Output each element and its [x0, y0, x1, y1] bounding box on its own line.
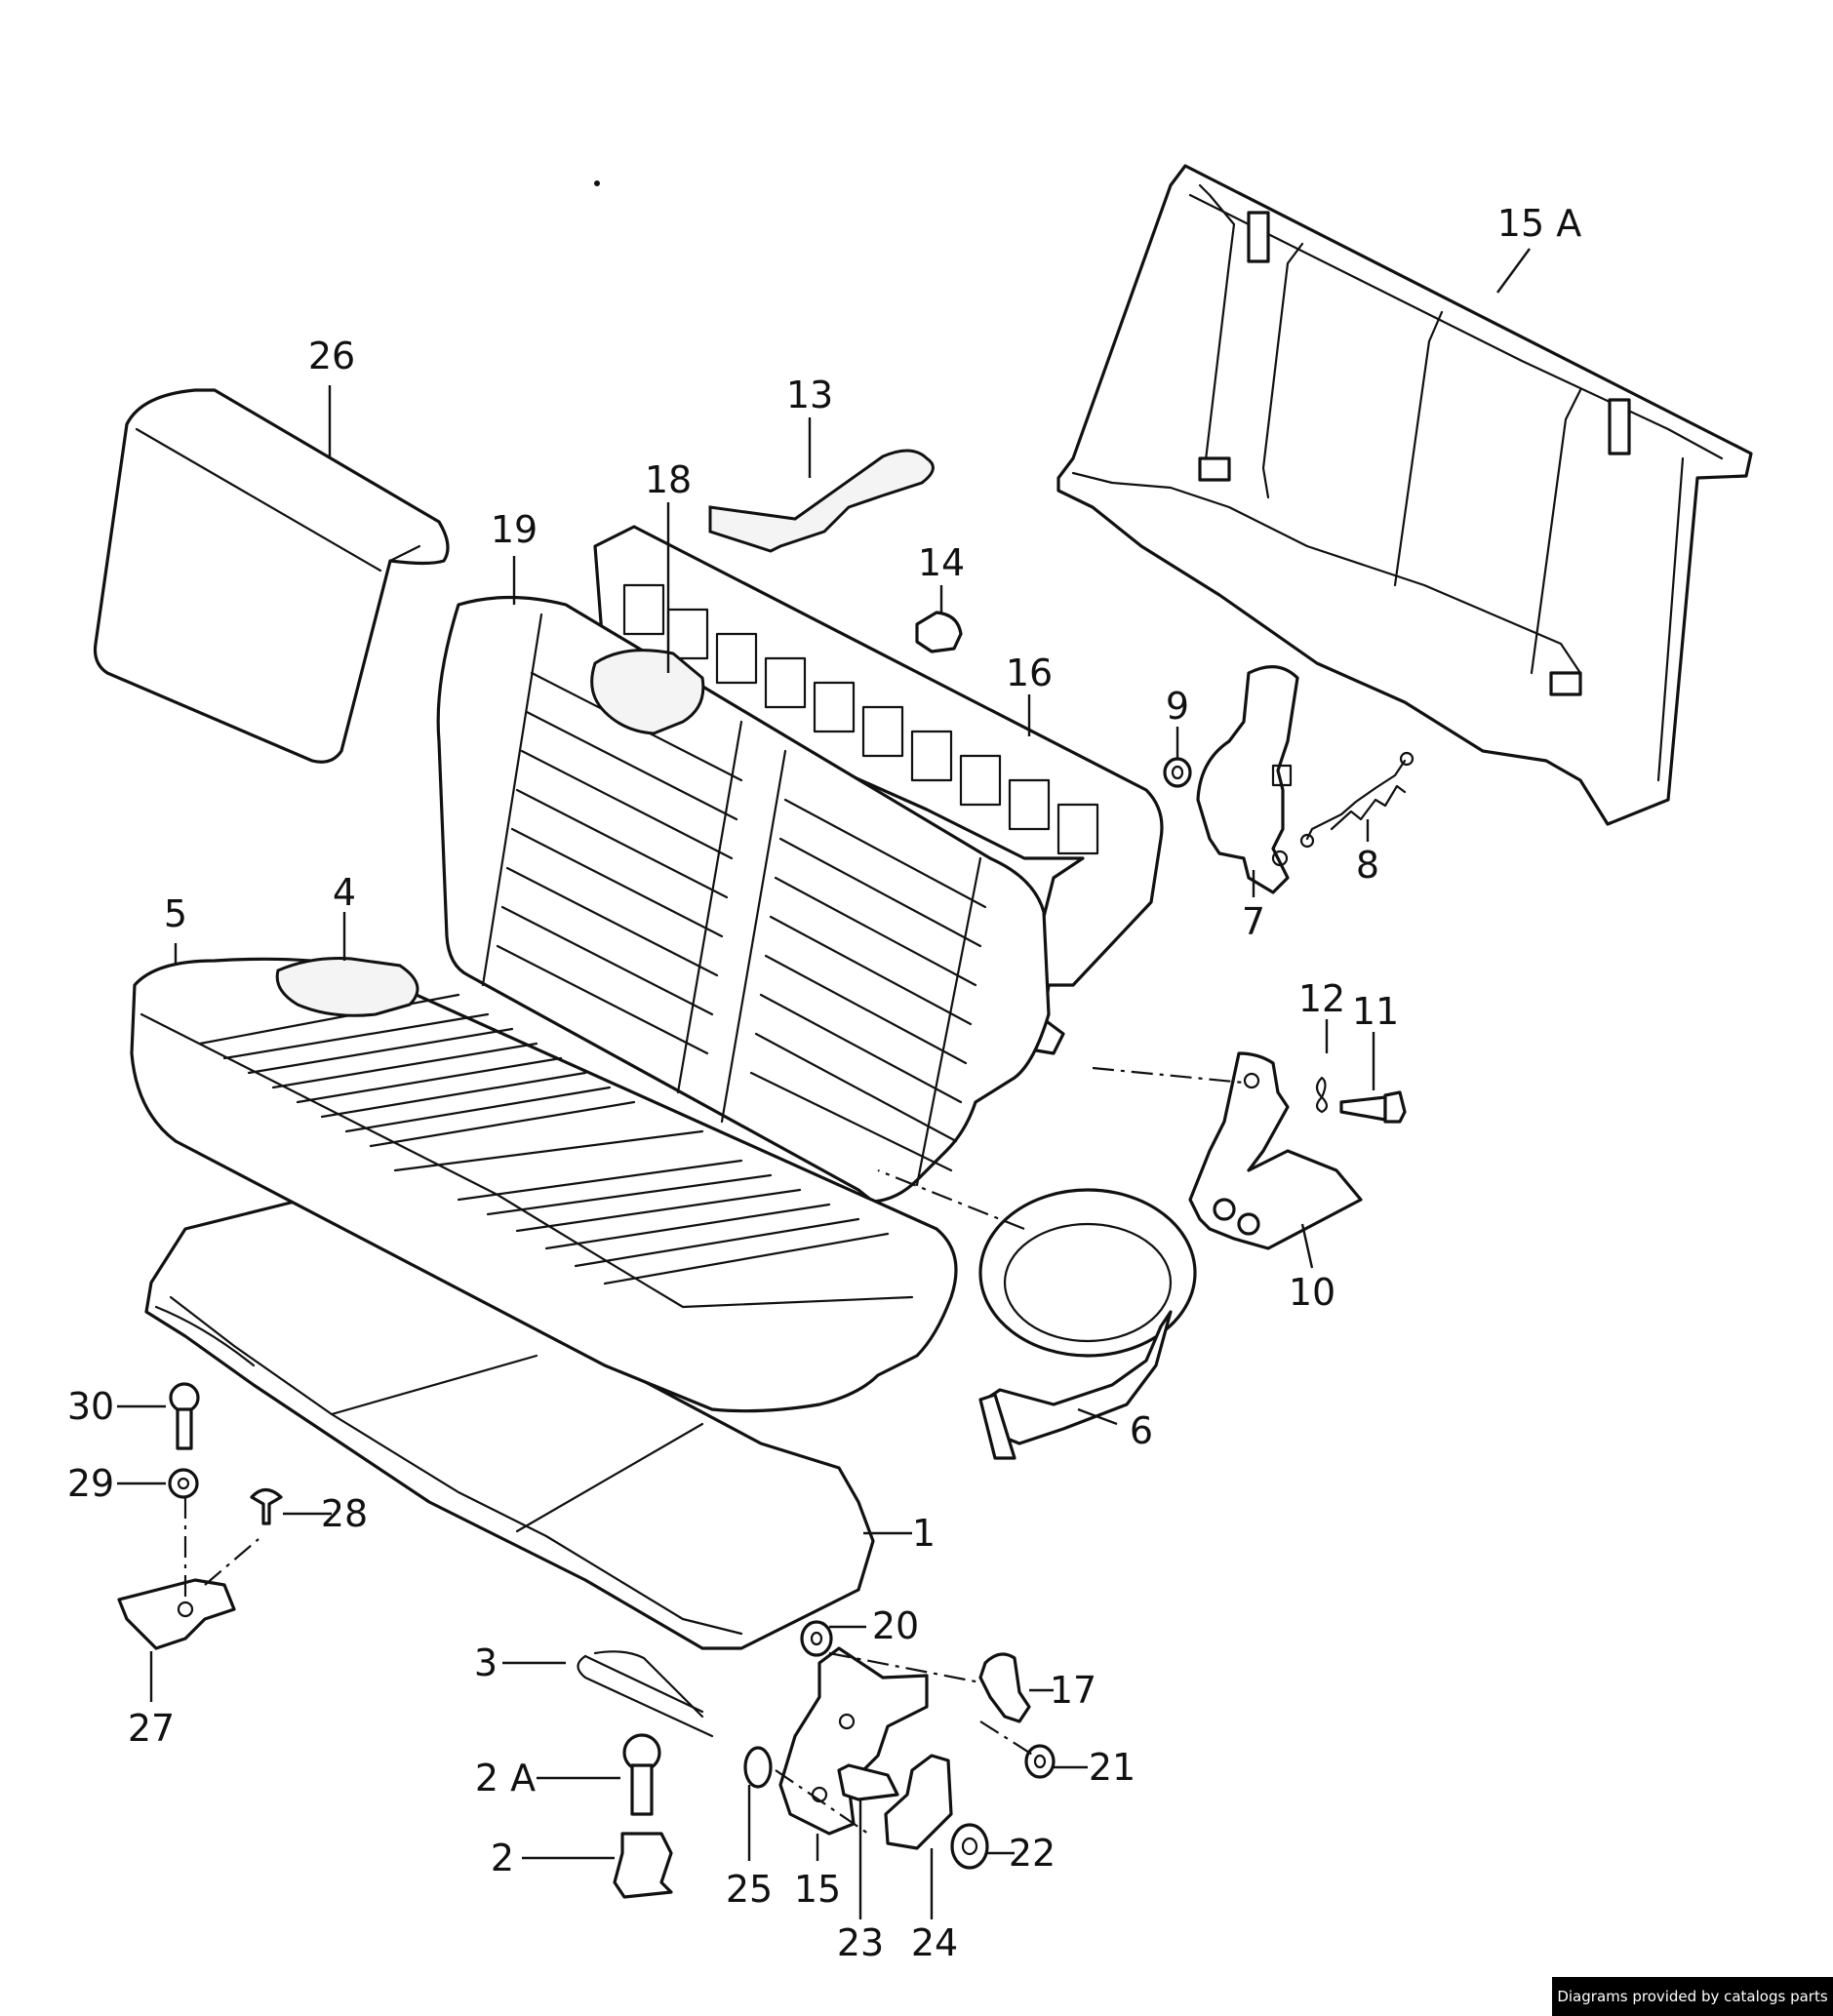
leader-lines	[117, 248, 1531, 1919]
screw-30	[169, 1382, 200, 1450]
callout-2a: 2 A	[475, 1757, 536, 1799]
spring-8	[1299, 751, 1415, 849]
retainer-pin-3	[577, 1650, 714, 1738]
callout-21: 21	[1089, 1746, 1136, 1789]
callout-17: 17	[1050, 1669, 1096, 1712]
backrest-cover-19	[436, 595, 1051, 1204]
callout-15: 15	[794, 1868, 841, 1911]
washer-20	[800, 1620, 833, 1657]
washer-21	[1024, 1744, 1056, 1779]
washer-22	[950, 1823, 989, 1870]
plug-14	[915, 611, 963, 653]
washer-25	[743, 1746, 773, 1789]
callout-30: 30	[67, 1385, 114, 1428]
callout-19: 19	[491, 508, 538, 551]
strap-band-6	[978, 1188, 1197, 1460]
callout-18: 18	[645, 458, 692, 501]
lever-bracket-7	[1196, 665, 1299, 894]
callout-6: 6	[1130, 1409, 1153, 1452]
callout-24: 24	[911, 1921, 958, 1964]
hinge-10	[1188, 1051, 1363, 1250]
callout-4: 4	[333, 871, 356, 914]
seat-cushion-cover-5	[130, 957, 958, 1413]
callout-14: 14	[918, 541, 965, 584]
callout-27: 27	[128, 1707, 175, 1750]
bracket-27	[117, 1578, 236, 1650]
stray-dot	[594, 180, 600, 186]
callout-26: 26	[308, 335, 355, 377]
callout-8: 8	[1356, 844, 1379, 887]
bushing-2	[613, 1832, 673, 1899]
callout-5: 5	[164, 892, 187, 935]
callout-10: 10	[1289, 1271, 1335, 1314]
clip-17	[978, 1652, 1031, 1723]
serrated-washer-29	[168, 1468, 199, 1499]
callout-1: 1	[912, 1512, 936, 1555]
credit-banner: Diagrams provided by catalogs parts	[1552, 1977, 1833, 2016]
callout-23: 23	[837, 1921, 884, 1964]
washer-9	[1163, 757, 1192, 788]
callout-12: 12	[1298, 977, 1345, 1020]
stud-23	[837, 1763, 899, 1801]
backrest-frame-15a	[1056, 164, 1753, 826]
callout-3: 3	[474, 1641, 498, 1684]
insert-13	[708, 449, 935, 553]
bolt-11	[1339, 1090, 1407, 1124]
assembly-lines	[183, 1066, 1245, 1835]
lock-washer-12	[1315, 1076, 1329, 1114]
callout-9: 9	[1166, 685, 1189, 728]
foam-pad-4	[275, 957, 419, 1017]
lower-plate-24	[884, 1754, 953, 1850]
callout-20: 20	[872, 1604, 919, 1647]
callout-11: 11	[1352, 990, 1399, 1033]
callout-labels: 26 13 18 19 14 16 9 15 A 7 8 5 4 12 11 1…	[67, 202, 1581, 1964]
callout-25: 25	[726, 1868, 773, 1911]
callout-2: 2	[491, 1837, 514, 1879]
foam-pad-18	[590, 649, 705, 735]
rivet-28	[250, 1487, 283, 1525]
callout-16: 16	[1006, 652, 1053, 694]
callout-15a: 15 A	[1497, 202, 1581, 245]
bolt-2a	[622, 1733, 661, 1816]
callout-7: 7	[1242, 900, 1265, 943]
callout-29: 29	[67, 1462, 114, 1505]
callout-28: 28	[321, 1492, 368, 1535]
callout-22: 22	[1009, 1832, 1056, 1875]
callout-13: 13	[786, 374, 833, 416]
headrest-cover-26	[93, 388, 450, 764]
